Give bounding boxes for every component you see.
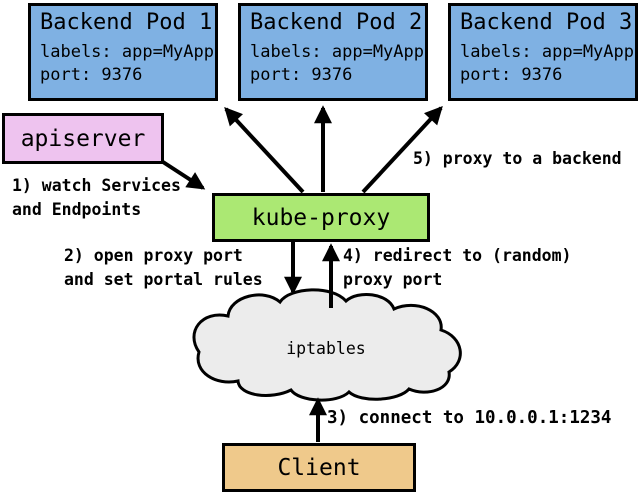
backend-pod-3-title: Backend Pod 3 [460, 10, 633, 35]
backend-pod-2-title: Backend Pod 2 [250, 10, 423, 35]
iptables-label: iptables [286, 339, 366, 358]
backend-pod-2-port: port: 9376 [250, 64, 353, 85]
backend-pod-3-labels: labels: app=MyApp [460, 42, 634, 63]
backend-pod-3-port: port: 9376 [460, 64, 563, 85]
annotation-step5-proxy-backend: 5) proxy to a backend [413, 149, 622, 168]
apiserver-label: apiserver [20, 125, 146, 152]
arrow-step1-watch [161, 160, 206, 190]
backend-pod-1-box: Backend Pod 1 labels: app=MyApp port: 93… [28, 3, 218, 101]
backend-pod-1-title: Backend Pod 1 [40, 10, 213, 35]
backend-pod-3-box: Backend Pod 3 labels: app=MyApp port: 93… [448, 3, 638, 101]
annotation-step1-watch-services: 1) watch Services and Endpoints [12, 176, 181, 219]
apiserver-box: apiserver [2, 113, 164, 164]
kube-proxy-label: kube-proxy [251, 204, 391, 231]
backend-pod-2-box: Backend Pod 2 labels: app=MyApp port: 93… [238, 3, 428, 101]
client-box: Client [222, 443, 416, 492]
backend-pod-1-labels: labels: app=MyApp [40, 42, 214, 63]
iptables-cloud [192, 288, 462, 402]
kube-proxy-box: kube-proxy [212, 193, 430, 242]
arrow-proxy-to-pod3 [361, 106, 443, 194]
arrow-proxy-to-pod1 [224, 107, 305, 194]
backend-pod-1-port: port: 9376 [40, 64, 143, 85]
annotation-step2-open-proxy-port: 2) open proxy port and set portal rules [64, 246, 263, 289]
annotation-step3-connect: 3) connect to 10.0.0.1:1234 [327, 408, 612, 428]
client-label: Client [277, 454, 361, 481]
annotation-step4-redirect: 4) redirect to (random) proxy port [343, 246, 572, 289]
backend-pod-2-labels: labels: app=MyApp [250, 42, 424, 63]
